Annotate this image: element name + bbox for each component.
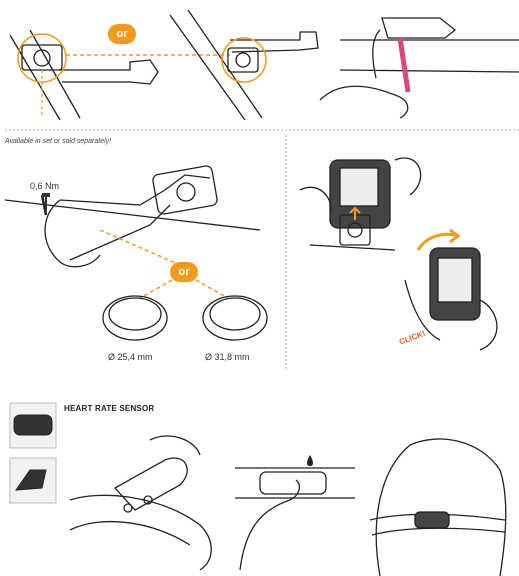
or-badge-middle: or	[170, 262, 198, 282]
panel-sensor-attach	[69, 435, 212, 571]
sensor-thumb	[9, 402, 57, 449]
panel-moisten	[235, 467, 355, 571]
heart-rate-sensor-heading: HEART RATE SENSOR	[64, 404, 155, 413]
clip-thumb	[9, 457, 57, 504]
availability-note: Available in set or sold separately!	[5, 138, 112, 145]
or-badge-top: or	[108, 24, 136, 44]
strap	[397, 37, 411, 93]
highlight-circle	[17, 33, 67, 83]
screw-icon	[40, 193, 52, 218]
panel-device-attach	[299, 157, 422, 251]
panel-device-rotate	[404, 247, 498, 351]
torque-label: 0,6 Nm	[30, 181, 60, 191]
panel-wear-strap	[369, 438, 507, 576]
panel-top-mid-mount	[169, 9, 319, 121]
panel-top-left-mount	[9, 29, 159, 121]
water-drop-icon	[307, 455, 313, 466]
ring-large	[202, 295, 268, 341]
ring-small	[102, 295, 168, 341]
ring-large-label: Ø 31,8 mm	[205, 352, 250, 362]
panel-top-right-strap	[319, 17, 519, 119]
ring-small-label: Ø 25,4 mm	[108, 352, 153, 362]
panel-out-front-mount	[4, 165, 261, 268]
